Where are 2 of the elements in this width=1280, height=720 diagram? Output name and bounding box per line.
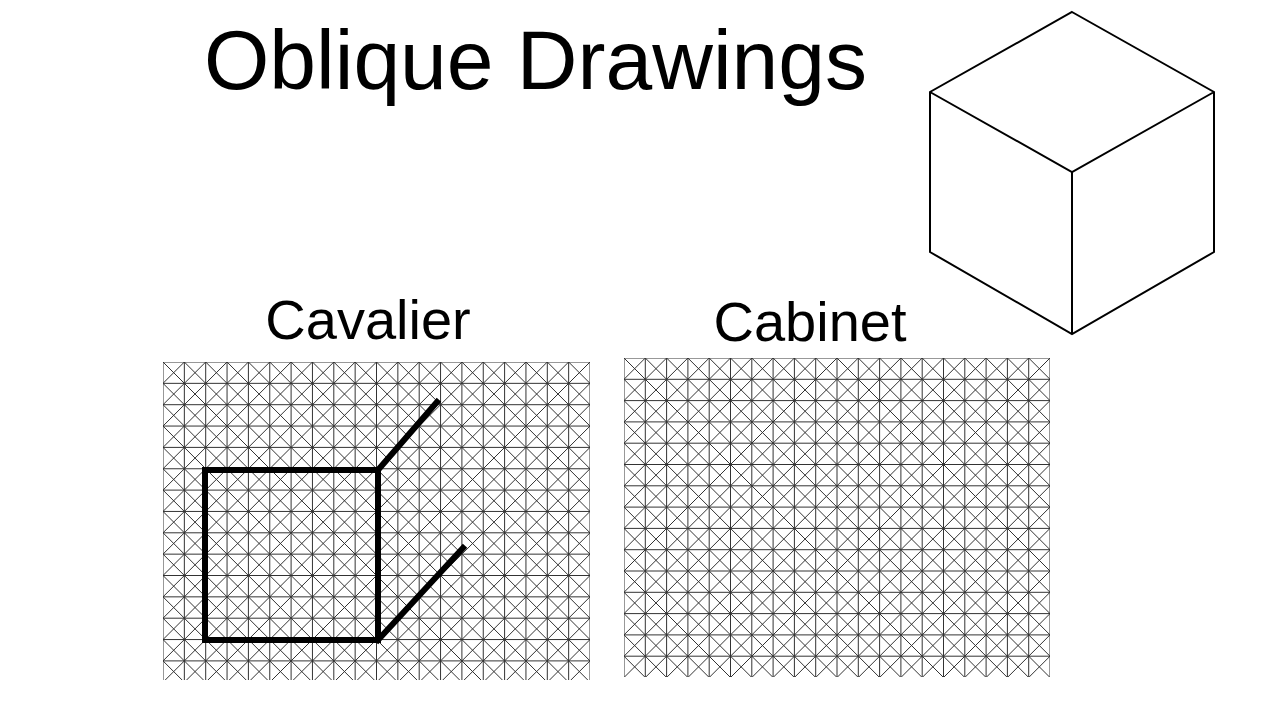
view-label: Cabinet (713, 294, 907, 350)
view-label: Cavalier (265, 292, 471, 348)
